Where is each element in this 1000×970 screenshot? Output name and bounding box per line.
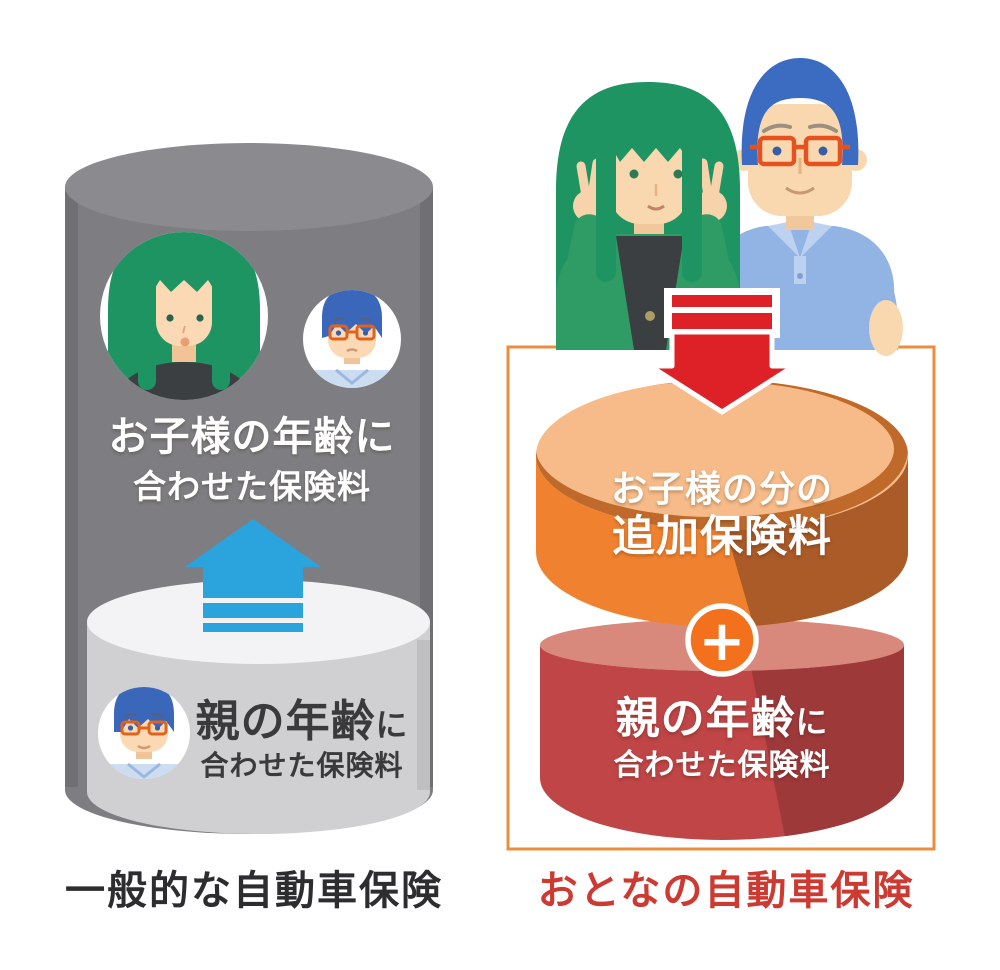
arrow-up-icon xyxy=(185,519,321,632)
general-child-premium-line1: お子様の年齢に xyxy=(108,414,396,460)
otona-parent-premium-main: 親の年齢 xyxy=(615,693,796,744)
mother-right-hand xyxy=(695,190,727,222)
father-glasses xyxy=(120,720,168,736)
father-hair xyxy=(114,687,174,732)
general-child-premium-line2: 合わせた保険料 xyxy=(133,467,371,506)
general-parent-premium-line2: 合わせた保険料 xyxy=(200,749,404,782)
otona-child-premium-line1: お子様の分の xyxy=(610,469,834,510)
general-insurance-caption: 一般的な自動車保険 xyxy=(65,868,443,914)
plus-symbol: + xyxy=(699,609,746,674)
father-hand xyxy=(869,300,903,356)
otona-child-premium-line2: 追加保険料 xyxy=(612,512,832,562)
otona-parent-cylinder-shade xyxy=(745,645,904,840)
arrow-down-icon xyxy=(647,288,797,415)
otona-parent-premium-line2: 合わせた保険料 xyxy=(613,748,831,783)
father-illustration-glasses xyxy=(750,135,850,167)
general-cylinder-top xyxy=(65,143,433,231)
general-cylinder-left-shade xyxy=(65,187,78,787)
father-illustration xyxy=(712,58,903,356)
otona-parent-cylinder xyxy=(540,619,904,840)
general-parent-cylinder-top xyxy=(87,580,430,664)
child-glasses xyxy=(328,324,376,341)
general-parent-cylinder xyxy=(87,580,430,834)
otona-child-cylinder xyxy=(536,380,908,627)
otona-child-cylinder-top xyxy=(536,380,908,530)
mother-avatar xyxy=(100,232,268,400)
general-parent-premium-line1: 親の年齢に xyxy=(196,700,409,744)
general-parent-premium-main: 親の年齢 xyxy=(195,696,376,747)
otona-insurance-caption: おとなの自動車保険 xyxy=(537,868,915,914)
general-parent-premium-suffix: に xyxy=(375,708,409,744)
father-avatar xyxy=(98,687,190,779)
otona-parent-premium-suffix: に xyxy=(795,705,829,741)
plus-icon: + xyxy=(685,603,759,677)
general-parent-cylinder-body xyxy=(87,622,430,834)
father-illustration-hair xyxy=(741,58,859,165)
otona-parent-premium-line1: 親の年齢に xyxy=(616,697,829,741)
